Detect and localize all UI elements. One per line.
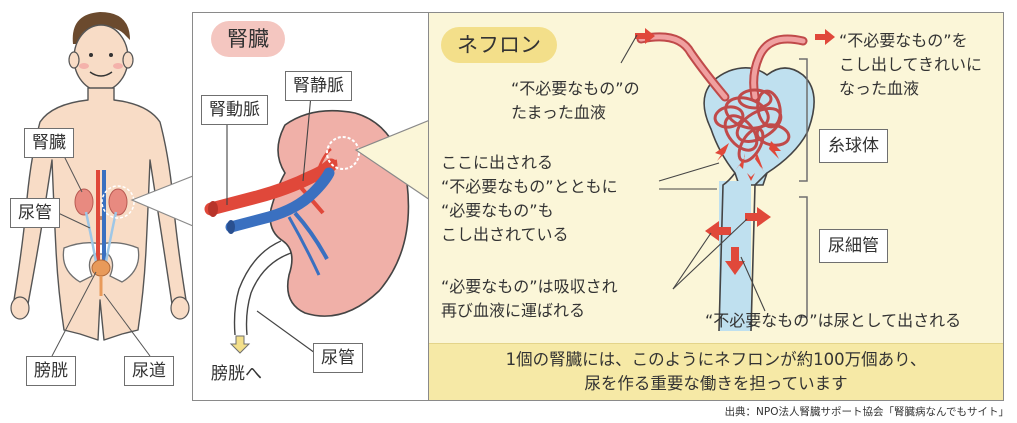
filter-note-4: こし出されている [441,223,569,246]
reabsorb-note-2: 再び血液に運ばれる [441,299,585,322]
filter-note-2: “不必要なもの”とともに [441,175,618,198]
filter-note-1: ここに出される [441,151,553,174]
nephron-panel-title: ネフロン [441,27,557,63]
blood-in-note-2: たまった血液 [511,101,606,124]
filter-note-3: “必要なもの”も [441,199,554,222]
summary-band: 1個の腎臓には、このようにネフロンが約100万個あり、 尿を作る重要な働きを担っ… [429,343,1003,400]
nephron-panel: ネフロン “不必要なもの”の たまった血液 “不必要なもの”を こし出してきれい… [428,12,1004,401]
blood-out-note-3: なった血液 [839,77,919,100]
blood-out-note-1: “不必要なもの”を [839,29,968,52]
tubule-label: 尿細管 [819,229,888,263]
glomerulus-label: 糸球体 [819,129,888,163]
summary-line-1: 1個の腎臓には、このようにネフロンが約100万個あり、 [506,348,927,372]
tubule-bracket [799,197,807,317]
source-credit: 出典：NPO法人腎臓サポート協会「腎臓病なんでもサイト」 [725,404,1009,419]
urine-out-note: “不必要なもの”は尿として出される [705,309,961,332]
reabsorb-note-1: “必要なもの”は吸収され [441,275,618,298]
blood-out-note-2: こし出してきれいに [839,53,982,76]
summary-line-2: 尿を作る重要な働きを担っています [584,372,847,396]
blood-out-arrow-icon [815,29,835,45]
blood-in-note-1: “不必要なもの”の [511,77,640,100]
